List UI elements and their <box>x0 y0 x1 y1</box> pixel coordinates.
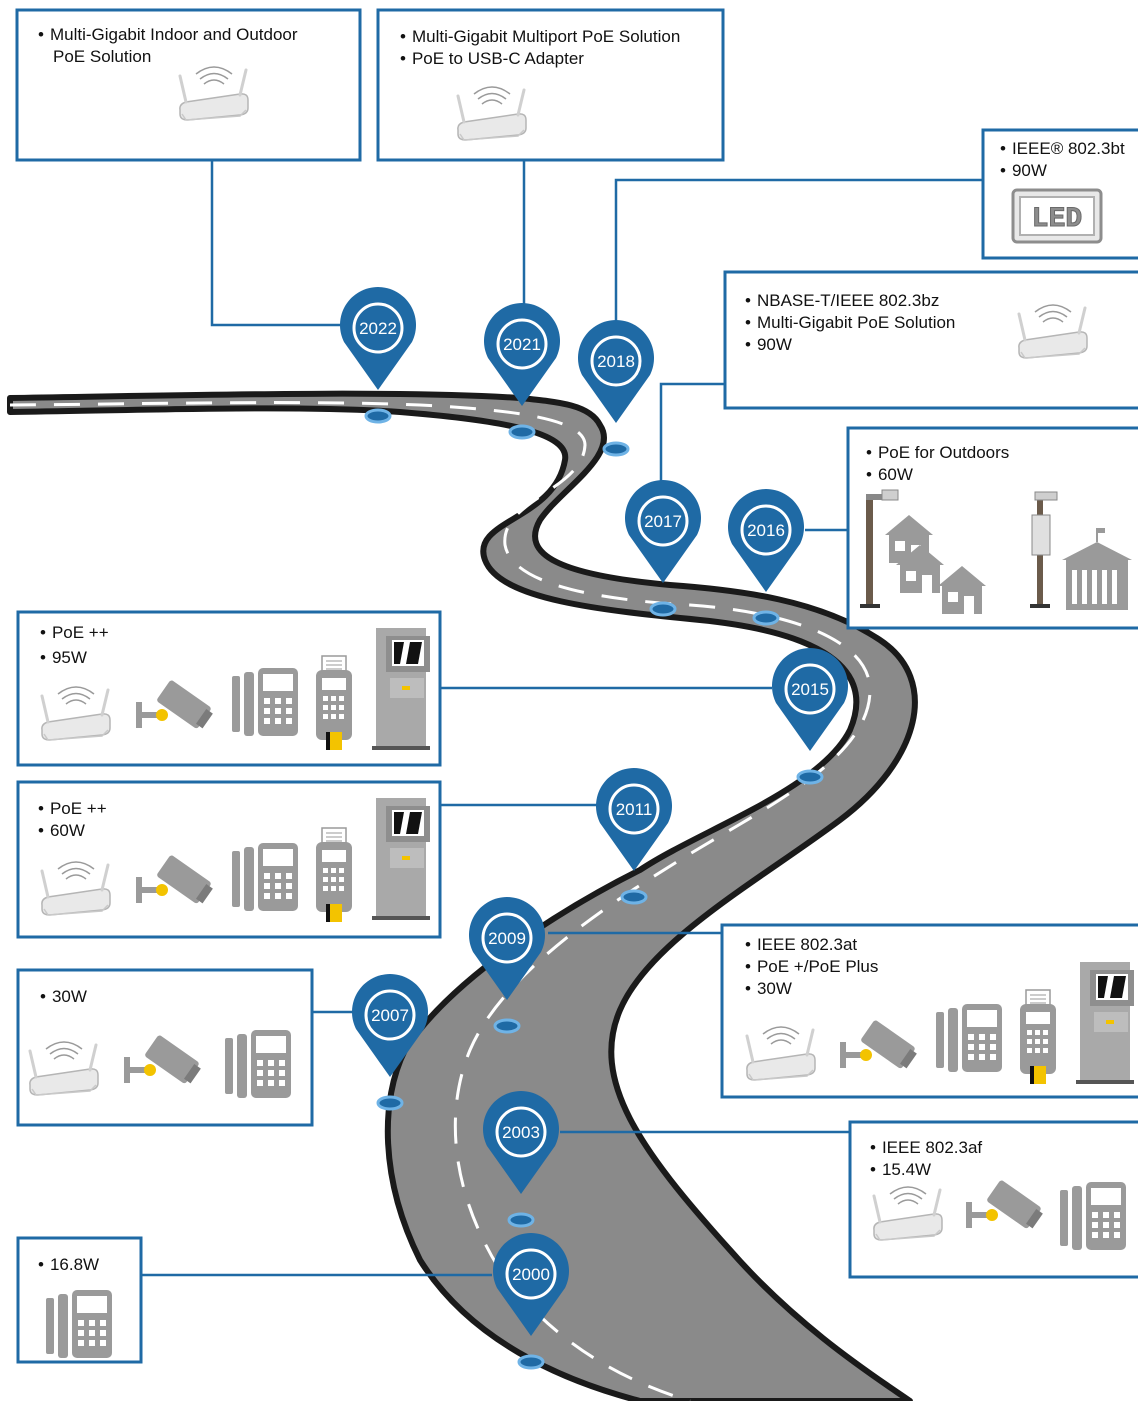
year-pin-2022: 2022 <box>340 287 416 424</box>
icons: LED <box>28 65 1134 1358</box>
year-label: 2011 <box>616 800 653 819</box>
kiosk-icon <box>372 798 430 920</box>
outdoor-pole-icon <box>1030 491 1058 608</box>
bullet: 60W <box>38 820 85 842</box>
building-icon <box>1062 528 1132 610</box>
kiosk-icon <box>372 628 430 750</box>
year-pin-2011: 2011 <box>596 768 673 905</box>
road-marker-dot <box>376 1095 404 1111</box>
road-marker-dot <box>517 1354 545 1370</box>
bullet: PoE +/PoE Plus <box>745 956 878 978</box>
bullet: 30W <box>40 986 87 1008</box>
year-label: 2017 <box>644 512 682 531</box>
year-pin-2003: 2003 <box>483 1091 559 1228</box>
bullet: PoE ++ <box>40 622 109 644</box>
bullet: IEEE® 802.3bt <box>1000 138 1125 160</box>
road-marker-dot <box>602 441 630 457</box>
bullet: Multi-Gigabit Indoor and Outdoor <box>38 24 298 46</box>
year-label: 2003 <box>502 1123 540 1142</box>
bullet: PoE ++ <box>38 798 107 820</box>
year-label: 2016 <box>747 521 785 540</box>
pos-terminal-icon <box>315 827 353 923</box>
year-label: 2018 <box>597 352 635 371</box>
year-pin-2016: 2016 <box>727 489 804 626</box>
road-marker-dot <box>752 610 780 626</box>
year-pin-2015: 2015 <box>772 648 848 785</box>
year-label: 2000 <box>512 1265 550 1284</box>
year-label: 2021 <box>503 335 541 354</box>
year-pin-2007: 2007 <box>352 974 428 1111</box>
led-panel-icon: LED <box>1011 188 1103 244</box>
bullet: 90W <box>745 334 792 356</box>
connector-lines <box>140 160 983 1277</box>
road-marker-dot <box>796 769 824 785</box>
street-camera-pole-icon <box>860 489 899 608</box>
road-marker-dot <box>508 424 536 440</box>
pos-terminal-icon <box>1019 989 1057 1085</box>
bullet: 90W <box>1000 160 1047 182</box>
year-label: 2022 <box>359 319 397 338</box>
bullet: 15.4W <box>870 1159 931 1181</box>
year-pin-2021: 2021 <box>484 303 560 440</box>
road-marker-dot <box>620 889 648 905</box>
kiosk-icon <box>1076 962 1134 1084</box>
bullet: 60W <box>866 464 913 486</box>
bullet: Multi-Gigabit PoE Solution <box>745 312 955 334</box>
road-marker-dot <box>649 601 677 617</box>
year-pin-2009: 2009 <box>469 897 545 1034</box>
road-marker-dot <box>507 1212 535 1228</box>
timeline-pins: 2022 2021 2018 2017 2016 2015 2011 2009 2007 2003… <box>340 287 848 1370</box>
year-label: 2015 <box>791 680 829 699</box>
bullet: Multi-Gigabit Multiport PoE Solution <box>400 26 680 48</box>
bullet-cont: PoE Solution <box>53 47 152 66</box>
bullet: IEEE 802.3af <box>870 1137 982 1159</box>
bullet: 95W <box>40 647 87 669</box>
year-label: 2007 <box>371 1006 409 1025</box>
bullet: 30W <box>745 978 792 1000</box>
bullet: NBASE-T/IEEE 802.3bz <box>745 290 939 312</box>
svg-text:LED: LED <box>1032 204 1082 235</box>
bullet: IEEE 802.3at <box>745 934 857 956</box>
bullet: 16.8W <box>38 1254 99 1276</box>
road-marker-dot <box>493 1018 521 1034</box>
pos-terminal-icon <box>315 655 353 751</box>
bullet: PoE to USB-C Adapter <box>400 48 584 70</box>
bullet: PoE for Outdoors <box>866 442 1009 464</box>
year-label: 2009 <box>488 929 526 948</box>
year-pin-2017: 2017 <box>625 480 702 617</box>
year-pin-2018: 2018 <box>578 320 655 457</box>
road-marker-dot <box>364 408 392 424</box>
road <box>7 390 918 1401</box>
year-pin-2000: 2000 <box>493 1233 569 1370</box>
